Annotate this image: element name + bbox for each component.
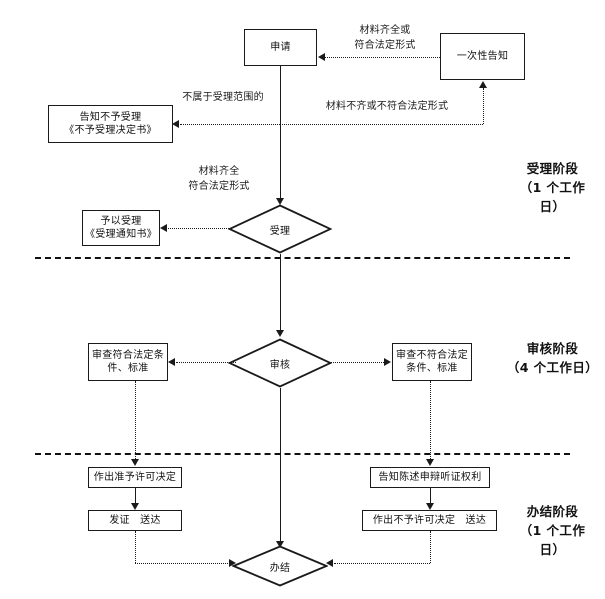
node-notify-not-accept[interactable]: 告知不予受理 《不予受理决定书》 <box>48 105 173 143</box>
edge-apply-to-one-time-notice <box>280 124 483 125</box>
node-decide-deny[interactable]: 作出不予许可决定 送达 <box>362 510 497 531</box>
node-notify-rights[interactable]: 告知陈述申辩听证权利 <box>370 467 490 488</box>
node-accept-label: 受理 <box>269 225 291 237</box>
edge-review-to-complete <box>280 388 281 543</box>
node-one-time-notice[interactable]: 一次性告知 <box>440 33 525 80</box>
edge-fail-to-notify-rights <box>430 381 431 461</box>
edge-review-to-pass <box>176 362 236 363</box>
node-review[interactable]: 审核 <box>228 338 332 388</box>
node-decide-permit[interactable]: 作出准予许可决定 <box>88 467 182 488</box>
edge-notify-rights-to-deny <box>430 488 431 505</box>
review-diamond-shape <box>228 338 332 388</box>
stage-label-complete: 办结阶段 （1 个工作 日） <box>519 504 586 557</box>
arrowhead-decide-permit-to-issue <box>130 503 139 510</box>
arrowhead-notice-to-apply <box>318 52 325 61</box>
arrowhead-apply-to-accept <box>275 198 284 205</box>
edge-riser-to-one-time-notice <box>483 88 484 124</box>
edge-deny-down <box>430 531 431 563</box>
arrowhead-notify-rights-to-deny <box>425 503 434 510</box>
arrowhead-review-to-fail <box>384 357 391 366</box>
edge-apply-to-not-accept <box>180 124 280 125</box>
node-accept[interactable]: 受理 <box>228 204 332 254</box>
edge-label-materials-incomplete: 材料不齐或不符合法定形式 <box>325 101 449 112</box>
arrowhead-deny-to-complete <box>326 558 333 567</box>
arrowhead-review-to-complete <box>275 541 284 548</box>
node-grant-accept[interactable]: 予以受理 《受理通知书》 <box>82 210 160 246</box>
node-complete[interactable]: 办结 <box>232 545 328 587</box>
node-review-pass[interactable]: 审查符合法定条 件、标准 <box>88 343 168 381</box>
stage-label-review: 审核阶段 （4 个工作日） <box>506 341 599 375</box>
stage-separator-1 <box>35 257 570 259</box>
edge-label-materials-complete-or-legal: 材料齐全或 符合法定形式 <box>354 25 416 51</box>
arrowhead-accept-to-grant <box>160 223 167 232</box>
complete-diamond-shape <box>232 545 328 587</box>
stage-separator-2 <box>35 453 570 455</box>
arrowhead-accept-to-review <box>275 330 284 337</box>
edge-decide-permit-to-issue <box>135 488 136 505</box>
edge-review-to-fail <box>328 362 384 363</box>
edge-apply-to-accept <box>280 66 281 200</box>
arrowhead-pass-to-decide-permit <box>130 459 139 466</box>
node-review-label: 审核 <box>269 359 291 371</box>
edge-label-out-of-scope: 不属于受理范围的 <box>182 92 264 103</box>
edge-deny-to-complete <box>334 563 430 564</box>
node-issue-deliver[interactable]: 发证 送达 <box>88 510 182 531</box>
edge-pass-to-decide-permit <box>135 381 136 461</box>
accept-diamond-shape <box>228 204 332 254</box>
node-review-fail[interactable]: 审查不符合法定 条件、标准 <box>392 343 472 381</box>
edge-label-materials-complete-legal: 材料齐全 符合法定形式 <box>188 166 250 192</box>
stage-label-accept: 受理阶段 （1 个工作 日） <box>519 161 586 214</box>
arrowhead-apply-to-not-accept <box>172 119 179 128</box>
edge-notice-to-apply <box>325 57 440 58</box>
node-apply[interactable]: 申请 <box>244 29 317 66</box>
edge-issue-down <box>135 531 136 563</box>
arrowhead-fail-to-notify-rights <box>425 459 434 466</box>
arrowhead-review-to-pass <box>168 357 175 366</box>
edge-issue-to-complete <box>135 563 234 564</box>
arrowhead-issue-to-complete <box>229 558 236 567</box>
edge-accept-to-review <box>280 254 281 332</box>
edge-accept-to-grant <box>168 228 241 229</box>
node-complete-label: 办结 <box>269 562 291 574</box>
arrowhead-to-one-time-notice <box>478 81 487 88</box>
